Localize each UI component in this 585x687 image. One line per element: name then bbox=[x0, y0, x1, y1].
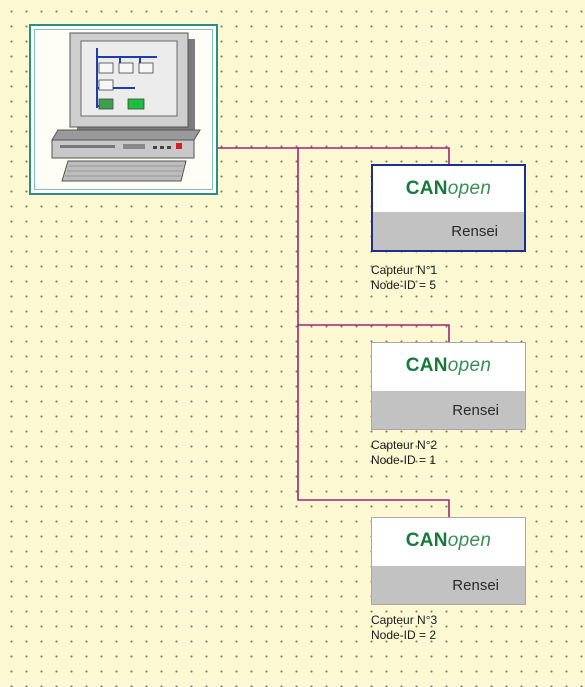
sensor-brand: Rensei bbox=[452, 401, 499, 419]
computer-icon bbox=[51, 32, 201, 182]
sensor-node-2-caption: Capteur N°2 Node-ID = 1 bbox=[371, 438, 437, 468]
bus-drop-node-2 bbox=[298, 324, 450, 342]
canopen-logo-can: CAN bbox=[405, 178, 448, 199]
master-pc-node[interactable] bbox=[29, 24, 218, 195]
sensor-brand-band: Rensei bbox=[373, 212, 524, 250]
sensor-brand-band: Rensei bbox=[372, 391, 525, 429]
master-pc-frame bbox=[34, 29, 213, 190]
canopen-logo-open: open bbox=[447, 355, 492, 376]
sensor-brand: Rensei bbox=[452, 576, 499, 594]
canopen-logo-can: CAN bbox=[405, 355, 448, 376]
sensor-brand-band: Rensei bbox=[372, 566, 525, 604]
bus-drop-node-1 bbox=[298, 147, 450, 165]
canopen-logo-open: open bbox=[447, 178, 492, 199]
sensor-brand: Rensei bbox=[451, 222, 498, 240]
sensor-node-id: Node-ID = 5 bbox=[371, 278, 437, 292]
sensor-node-3-caption: Capteur N°3 Node-ID = 2 bbox=[371, 613, 437, 643]
sensor-name: Capteur N°2 bbox=[371, 438, 438, 452]
sensor-node-1-caption: Capteur N°1 Node-ID = 5 bbox=[371, 263, 437, 293]
sensor-node-id: Node-ID = 2 bbox=[371, 628, 437, 642]
canopen-logo-can: CAN bbox=[405, 530, 448, 551]
sensor-name: Capteur N°1 bbox=[371, 263, 438, 277]
canopen-logo-open: open bbox=[447, 530, 492, 551]
bus-trunk bbox=[218, 147, 450, 517]
sensor-name: Capteur N°3 bbox=[371, 613, 438, 627]
sensor-node-id: Node-ID = 1 bbox=[371, 453, 437, 467]
